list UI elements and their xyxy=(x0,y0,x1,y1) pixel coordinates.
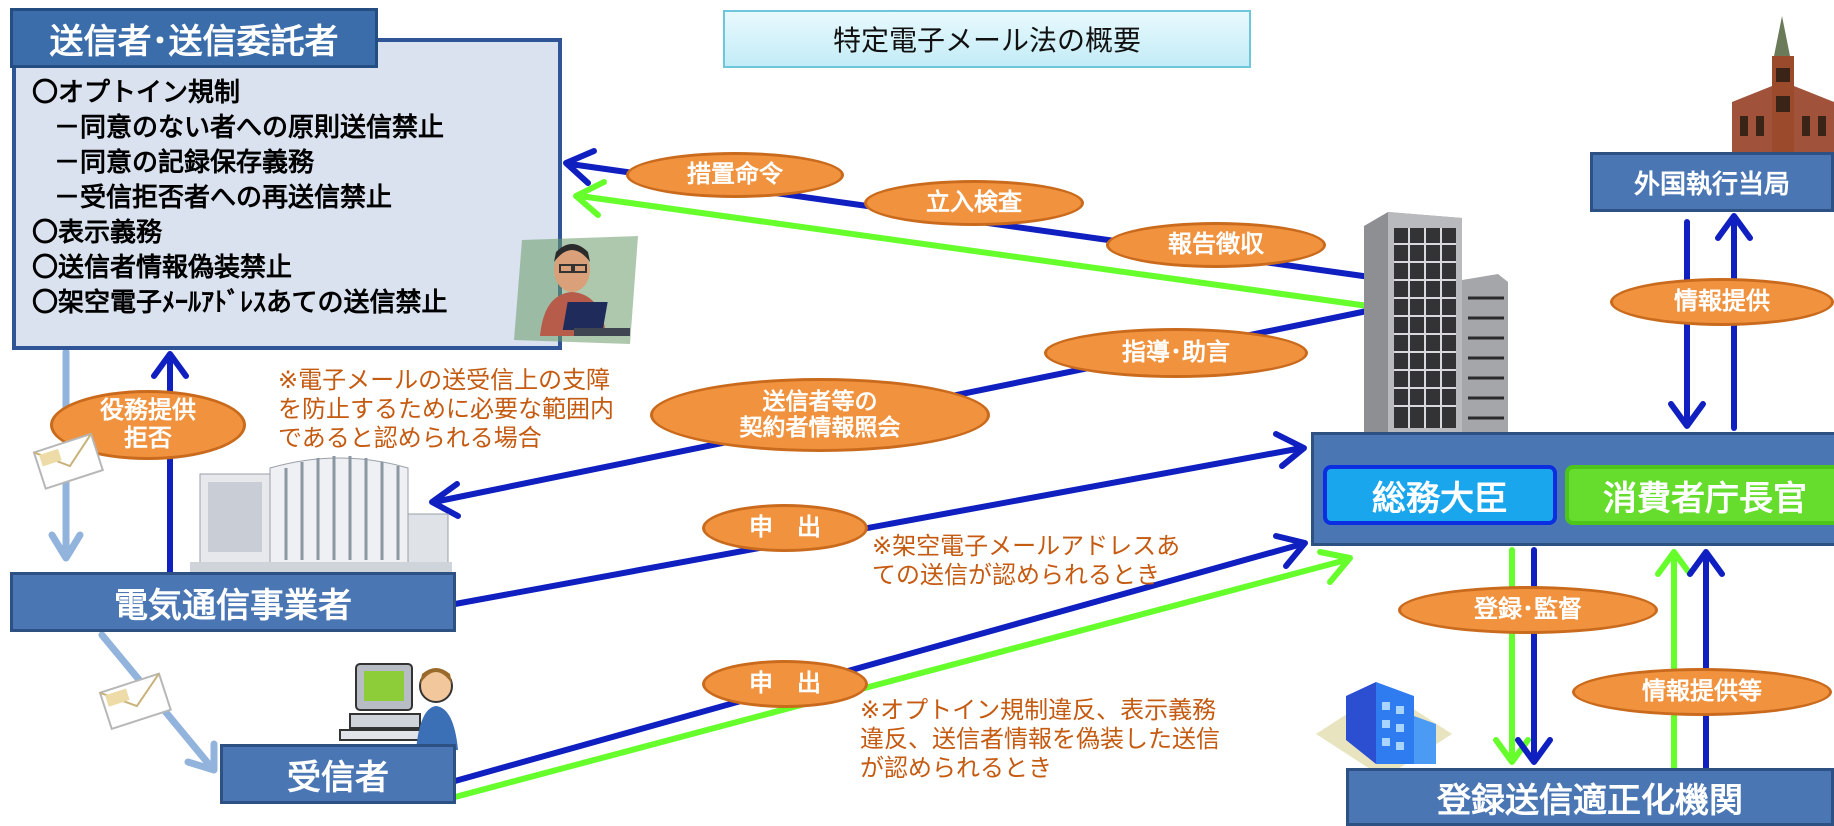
rule-fake-address: 〇架空電子ﾒｰﾙｱﾄﾞﾚｽあての送信禁止 xyxy=(32,288,448,318)
receiver-computer-icon xyxy=(339,663,458,750)
person-laptop-icon xyxy=(514,236,638,344)
arrow-receiver-to-ministry-blue xyxy=(452,541,1305,784)
consumer-agency-label: 消費者庁長官 xyxy=(1565,465,1834,525)
mail-envelope-icon xyxy=(32,432,105,490)
rule-display: 〇表示義務 xyxy=(32,218,163,248)
diagram-title: 特定電子メール法の概要 xyxy=(723,10,1251,68)
note-optin-violation: ※オプトイン規制違反、表示義務 違反、送信者情報を偽装した送信 が認められるとき xyxy=(860,696,1220,782)
note-fake-address: ※架空電子メールアドレスあ ての送信が認められるとき xyxy=(872,532,1181,589)
sender-header: 送信者･送信委託者 xyxy=(10,8,378,68)
oval-inspection: 立入検査 xyxy=(864,180,1084,226)
note-refusal: ※電子メールの送受信上の支障 を防止するために必要な範囲内 であると認められる場… xyxy=(278,366,614,452)
oval-measures-order: 措置命令 xyxy=(626,152,844,198)
building-icon xyxy=(190,456,452,572)
oval-report-carrier: 申 出 xyxy=(702,504,868,552)
sender-panel xyxy=(12,38,562,350)
arrow-ministry-to-sender-green xyxy=(577,193,1371,309)
minister-label: 総務大臣 xyxy=(1323,465,1557,525)
blue-building-icon xyxy=(1316,682,1452,778)
arrow-carrier-to-ministry xyxy=(452,445,1305,607)
carrier-box: 電気通信事業者 xyxy=(10,572,456,632)
registered-body-box: 登録送信適正化機関 xyxy=(1346,768,1834,826)
oval-report-receiver: 申 出 xyxy=(702,660,868,708)
oval-guidance: 指導･助言 xyxy=(1044,328,1308,378)
rule-no-consent: －同意のない者への原則送信禁止 xyxy=(54,113,445,143)
church-icon xyxy=(1732,16,1834,156)
foreign-authority-box: 外国執行当局 xyxy=(1590,152,1834,212)
rule-optin: 〇オプトイン規制 xyxy=(32,78,241,108)
oval-registration: 登録･監督 xyxy=(1398,586,1658,634)
rule-no-spoof: 〇送信者情報偽装禁止 xyxy=(32,253,293,283)
sender-rules: 〇オプトイン規制 －同意のない者への原則送信禁止 －同意の記録保存義務 －受信拒… xyxy=(32,76,552,321)
mail-envelope-icon xyxy=(98,672,172,731)
oval-info-provision-etc: 情報提供等 xyxy=(1572,668,1832,716)
oval-contract-inquiry: 送信者等の 契約者情報照会 xyxy=(650,378,990,452)
rule-consent-record: －同意の記録保存義務 xyxy=(54,148,315,178)
oval-info-provision: 情報提供 xyxy=(1610,278,1834,326)
oval-report: 報告徴収 xyxy=(1106,222,1326,268)
office-tower-icon xyxy=(1364,212,1508,436)
receiver-box: 受信者 xyxy=(220,744,456,804)
arrow-receiver-to-ministry-green xyxy=(452,557,1349,800)
rule-no-resend: －受信拒否者への再送信禁止 xyxy=(54,183,393,213)
